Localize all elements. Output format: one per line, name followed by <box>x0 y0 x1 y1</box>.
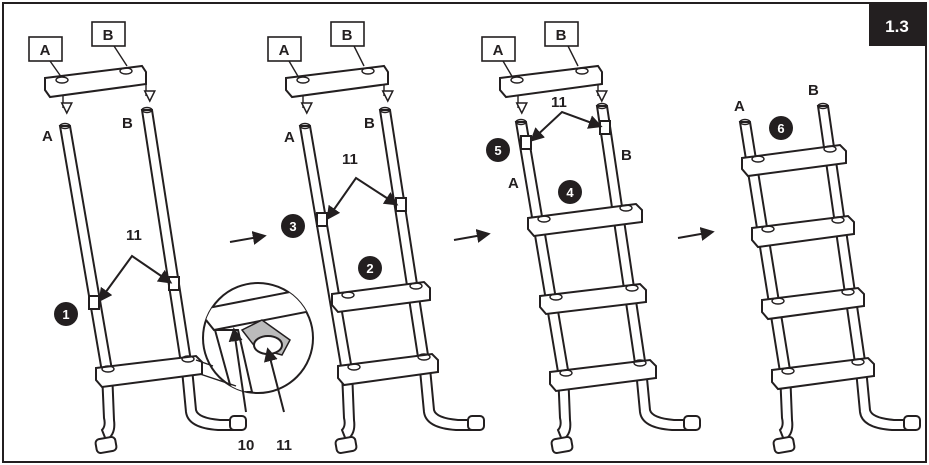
panel-4-label-b: B <box>808 82 819 99</box>
flow-arrow-3 <box>677 227 715 241</box>
panel-3-label-b: B <box>621 147 632 164</box>
panel-3-step-5: 5 <box>494 143 501 158</box>
panel-2-box-label-b: B <box>342 27 353 44</box>
figure-label: 1.3 <box>869 4 925 46</box>
detail-callout-11: 11 <box>276 437 292 454</box>
panel-2-box-label-a: A <box>279 42 290 59</box>
panel-1: A B 11 A B 1 <box>28 21 247 454</box>
detail-magnifier: 10 11 <box>195 282 314 454</box>
panel-3: A B 11 A B 5 4 <box>481 21 701 454</box>
panel-1-box-label-a: A <box>40 42 51 59</box>
flow-arrow-1 <box>229 231 267 245</box>
panel-2-step-3: 3 <box>289 219 296 234</box>
panel-3-box-label-b: B <box>556 27 567 44</box>
panel-3-callout-11: 11 <box>551 94 567 111</box>
detail-callout-10: 10 <box>238 437 255 454</box>
panel-1-label-a: A <box>42 128 53 145</box>
flow-arrow-2 <box>453 229 491 243</box>
panel-2: A B 11 A B 3 2 <box>267 21 485 454</box>
panel-1-step-1: 1 <box>62 307 69 322</box>
figure-label-text: 1.3 <box>885 17 909 36</box>
panel-4-step-6: 6 <box>777 121 784 136</box>
panel-1-box-label-b: B <box>103 27 114 44</box>
panel-3-box-label-a: A <box>493 42 504 59</box>
panel-4: A B 6 <box>734 82 921 454</box>
panel-2-label-b: B <box>364 115 375 132</box>
panel-2-label-a: A <box>284 129 295 146</box>
panel-4-label-a: A <box>734 98 745 115</box>
panel-2-callout-11: 11 <box>342 151 358 168</box>
panel-1-callout-11: 11 <box>126 227 142 244</box>
panel-3-step-4: 4 <box>566 185 574 200</box>
panel-3-label-a: A <box>508 175 519 192</box>
panel-1-label-b: B <box>122 115 133 132</box>
panel-2-step-2: 2 <box>366 261 373 276</box>
